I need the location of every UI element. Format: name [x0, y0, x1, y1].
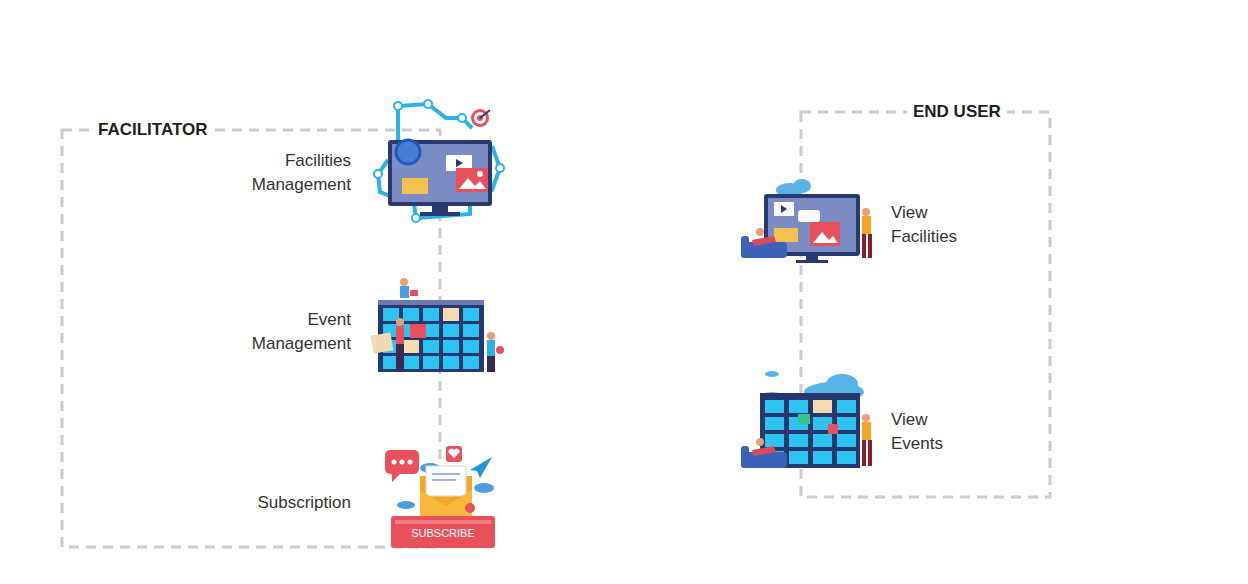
group-heading: END USER: [907, 100, 1007, 124]
subscription-icon: [385, 446, 495, 548]
group-box: END USERView FacilitiesView Events: [801, 112, 1050, 497]
group-heading: FACILITATOR: [92, 118, 214, 142]
feature-label: Event Management: [221, 308, 351, 356]
button-text: SUBSCRIBE: [411, 527, 475, 540]
feature-item: Event Management: [221, 308, 351, 356]
group-box: FACILITATORFacilities ManagementEvent Ma…: [62, 130, 440, 547]
feature-item: View Facilities: [891, 201, 983, 249]
feature-label: View Facilities: [891, 201, 983, 249]
view-facilities-icon: [741, 179, 872, 263]
feature-label: View Events: [891, 408, 983, 456]
facilities-icon: [374, 100, 504, 222]
feature-label: Facilities Management: [221, 149, 351, 197]
group-border: [62, 130, 440, 547]
feature-item: Subscription: [221, 491, 351, 515]
feature-item: Facilities Management: [221, 149, 351, 197]
group-border: [801, 112, 1050, 497]
view-events-icon: [741, 371, 872, 468]
feature-item: View Events: [891, 408, 983, 456]
feature-label: Subscription: [221, 491, 351, 515]
event-icon: [371, 278, 504, 372]
